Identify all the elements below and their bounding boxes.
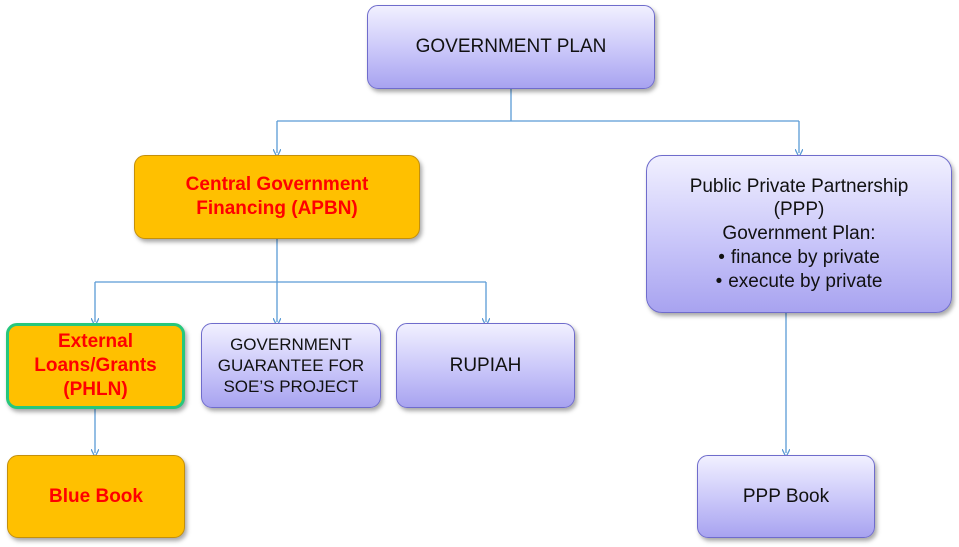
ppp-bullet-2: • execute by private (716, 270, 883, 294)
ppp-line-1: Public Private Partnership (689, 175, 909, 197)
external-loans-line-3: (PHLN) (63, 378, 128, 400)
rupiah-node: RUPIAH (396, 323, 575, 408)
central-gov-line-2: Financing (APBN) (196, 198, 358, 219)
government-plan-label: GOVERNMENT PLAN (415, 36, 607, 58)
gov-guarantee-line-3: SOE’S PROJECT (223, 377, 359, 397)
rupiah-label: RUPIAH (449, 354, 522, 376)
ppp-bullet-2-text: execute by private (728, 270, 883, 292)
government-plan-node: GOVERNMENT PLAN (367, 5, 655, 89)
external-loans-node: External Loans/Grants (PHLN) (6, 323, 185, 409)
ppp-book-node: PPP Book (697, 455, 875, 538)
gov-guarantee-line-1: GOVERNMENT (230, 334, 352, 354)
gov-guarantee-line-2: GUARANTEE FOR (217, 355, 365, 375)
ppp-book-label: PPP Book (742, 485, 830, 507)
ppp-line-2: (PPP) (773, 199, 825, 221)
government-guarantee-node: GOVERNMENT GUARANTEE FOR SOE’S PROJECT (201, 323, 381, 408)
ppp-line-3: Government Plan: (722, 223, 876, 245)
central-gov-line-1: Central Government (185, 174, 369, 196)
blue-book-label: Blue Book (49, 485, 143, 507)
bullet-icon: • (718, 246, 725, 268)
bullet-icon: • (715, 270, 723, 292)
ppp-node: Public Private Partnership (PPP) Governm… (646, 155, 952, 313)
ppp-bullet-1-text: finance by private (730, 246, 880, 268)
central-government-financing-node: Central Government Financing (APBN) (134, 155, 420, 239)
external-loans-line-2: Loans/Grants (34, 355, 157, 377)
blue-book-node: Blue Book (7, 455, 185, 538)
ppp-bullet-1: • finance by private (718, 246, 880, 270)
external-loans-line-1: External (58, 331, 133, 353)
